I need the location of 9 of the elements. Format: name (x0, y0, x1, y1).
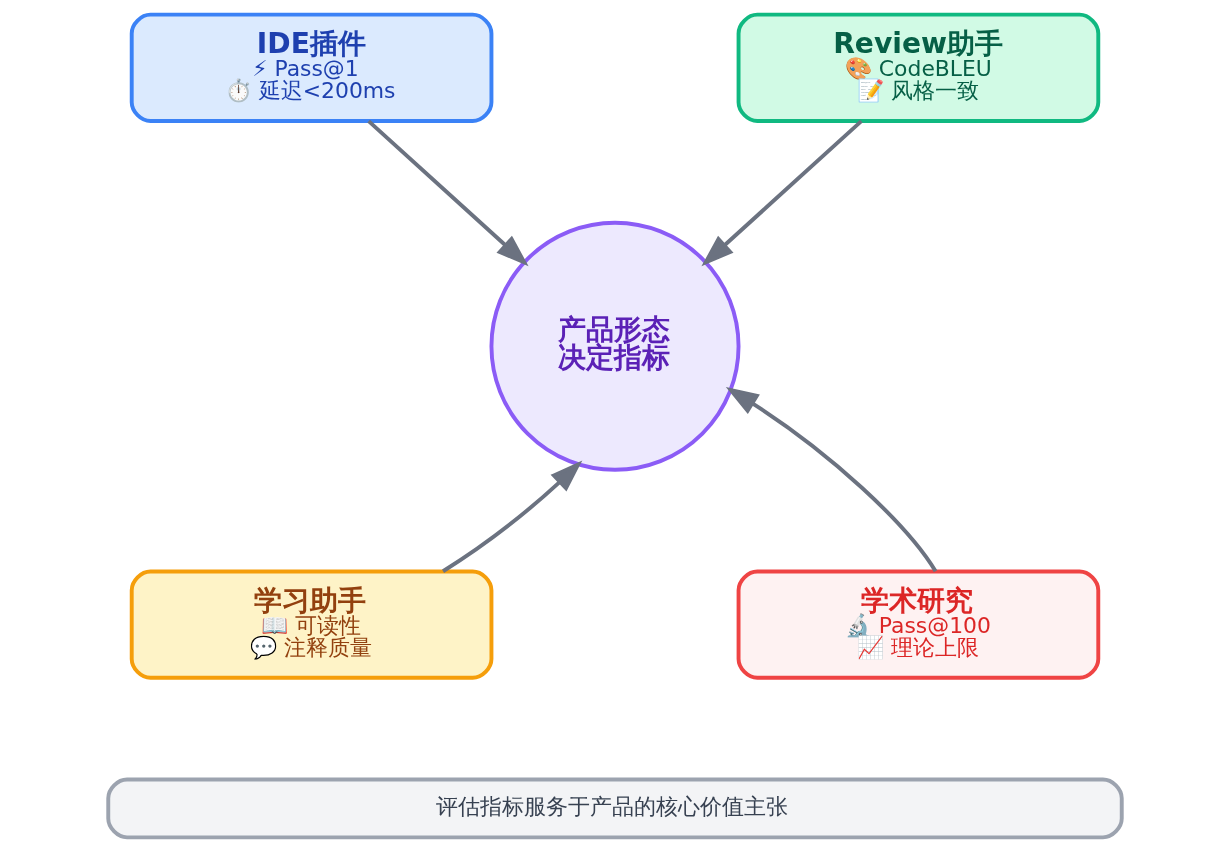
arrow (701, 119, 863, 267)
node-circle: 产品形态决定指标 (489, 220, 741, 472)
arrow (725, 387, 938, 573)
node-box: 评估指标服务于产品的核心价值主张 (106, 777, 1124, 840)
node-box: IDE插件 ⚡ Pass@1 ⏱ 延迟<200ms (129, 12, 494, 123)
arrow (367, 119, 529, 267)
node-box: Review助手 🎨 CodeBLEU 📝 风格一致 (736, 12, 1101, 123)
arrow (442, 460, 583, 573)
node-box: 学习助手 📖 可读性 💬 注释质量 (129, 569, 494, 680)
